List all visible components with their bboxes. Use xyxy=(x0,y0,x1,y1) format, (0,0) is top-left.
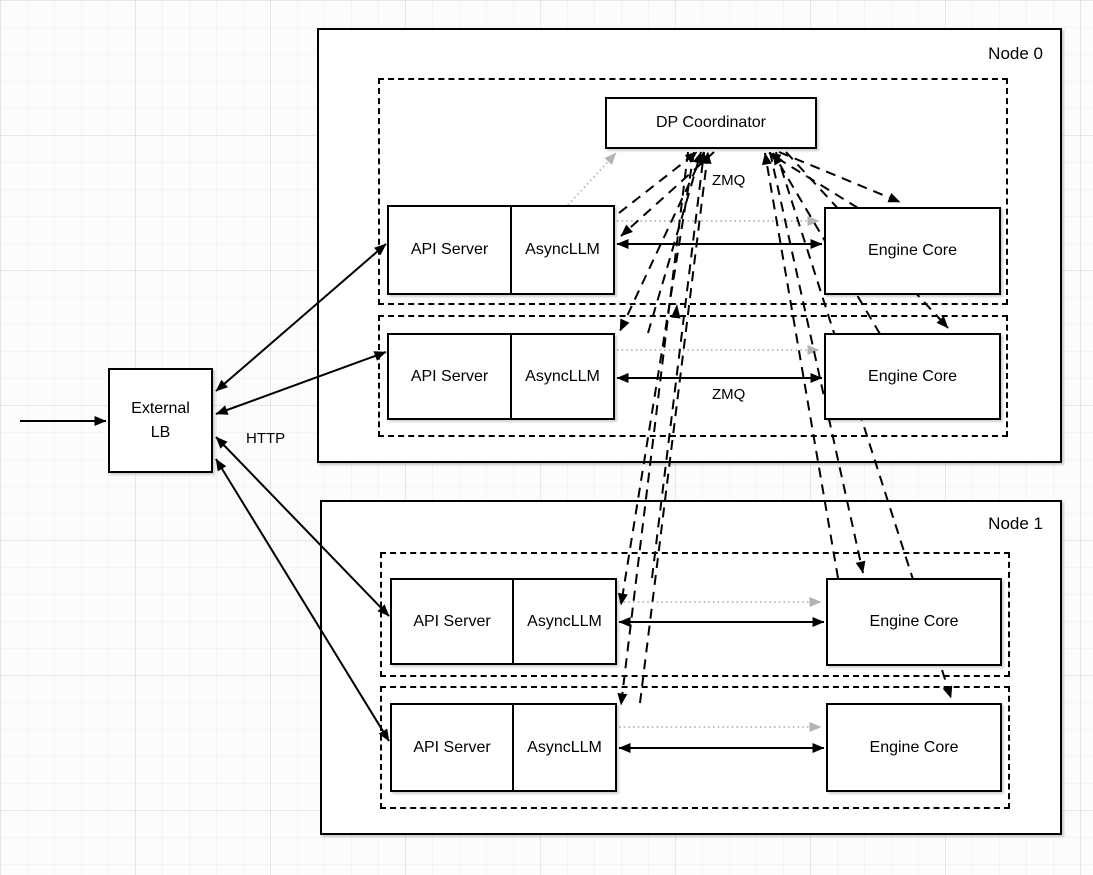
engine-core-label: Engine Core xyxy=(869,738,959,756)
api-asyncllm-box-n0r1: API Server AsyncLLM xyxy=(387,205,615,295)
api-server-cell: API Server xyxy=(392,705,514,790)
engine-core-label: Engine Core xyxy=(868,242,957,259)
engine-core-box-n1r1: Engine Core xyxy=(826,578,1002,666)
asyncllm-cell: AsyncLLM xyxy=(525,241,600,258)
asyncllm-cell: AsyncLLM xyxy=(527,612,602,630)
asyncllm-cell: AsyncLLM xyxy=(527,738,602,756)
external-lb-box: External LB xyxy=(108,368,213,473)
engine-core-label: Engine Core xyxy=(869,613,959,630)
dp-coordinator-label: DP Coordinator xyxy=(656,114,766,131)
api-asyncllm-box-n1r1: API Server AsyncLLM xyxy=(390,578,617,665)
api-server-cell: API Server xyxy=(392,580,514,663)
asyncllm-cell: AsyncLLM xyxy=(525,367,600,385)
http-label: HTTP xyxy=(246,430,286,447)
api-asyncllm-box-n1r2: API Server AsyncLLM xyxy=(390,703,617,792)
api-server-cell: API Server xyxy=(389,207,512,293)
engine-core-box-n0r2: Engine Core xyxy=(824,333,1001,420)
node0-label: Node 0 xyxy=(988,44,1043,63)
external-lb-label-line2: LB xyxy=(150,423,171,441)
engine-core-label: Engine Core xyxy=(868,367,957,385)
api-server-cell: API Server xyxy=(389,335,512,418)
api-asyncllm-box-n0r2: API Server AsyncLLM xyxy=(387,333,615,420)
external-lb-label-line1: External xyxy=(131,400,190,418)
zmq-label-row2: ZMQ xyxy=(712,386,746,403)
engine-core-box-n0r1: Engine Core xyxy=(824,207,1001,295)
engine-core-box-n1r2: Engine Core xyxy=(826,703,1002,792)
dp-coordinator-box: DP Coordinator xyxy=(605,97,817,149)
node1-label: Node 1 xyxy=(988,514,1043,533)
zmq-label-coordinator: ZMQ xyxy=(712,172,746,189)
